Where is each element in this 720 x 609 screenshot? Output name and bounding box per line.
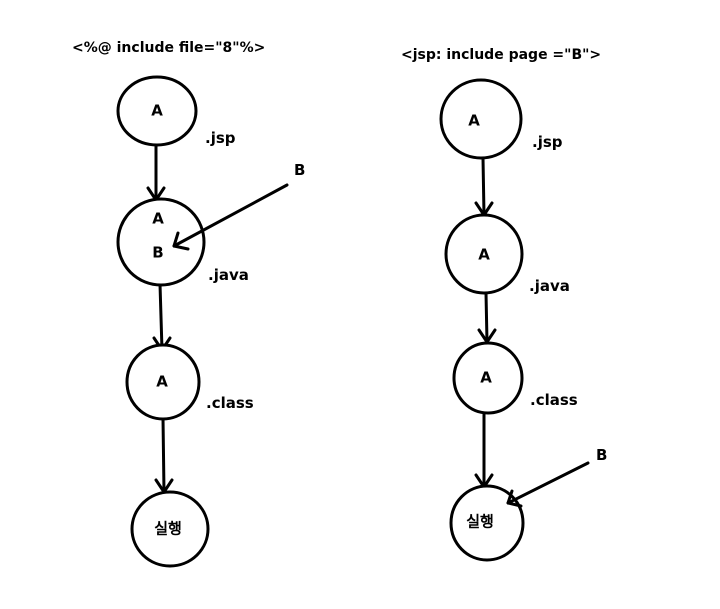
right-label-jsp: .jsp: [532, 133, 563, 151]
right-title: <jsp: include page ="B">: [401, 47, 601, 63]
right-node-class-text: A: [480, 369, 492, 387]
right-incoming-arrow: [506, 461, 590, 505]
left-node-class: [125, 343, 201, 421]
right-node-run: [449, 484, 525, 562]
right-node-run-text: 실행: [466, 513, 494, 531]
right-node-class: [452, 341, 524, 415]
left-node-java-text-bottom: B: [152, 244, 163, 262]
right-node-jsp-text: A: [468, 112, 480, 130]
left-node-java: [116, 197, 206, 287]
left-label-java: .java: [208, 266, 249, 284]
left-node-jsp: [116, 75, 198, 147]
left-edge-class-run: [161, 416, 166, 494]
right-label-class: .class: [530, 391, 578, 409]
left-label-class: .class: [206, 394, 254, 412]
right-edge-jsp-java: [481, 156, 486, 217]
left-node-class-text: A: [156, 373, 168, 391]
left-node-run: [130, 490, 210, 568]
right-node-java-text: A: [478, 246, 490, 264]
left-incoming-arrow: [172, 183, 289, 248]
left-edge-java-class: [158, 282, 164, 352]
right-incoming-label: B: [596, 446, 607, 464]
right-incoming-arrow-head: [506, 489, 523, 508]
right-node-jsp: [439, 78, 523, 160]
left-node-jsp-text: A: [151, 102, 163, 120]
right-label-java: .java: [529, 277, 570, 295]
left-node-java-text-top: A: [152, 210, 164, 228]
right-edge-java-class: [484, 291, 489, 344]
left-label-jsp: .jsp: [205, 129, 236, 147]
left-incoming-label: B: [294, 161, 305, 179]
right-node-java: [444, 213, 524, 295]
left-node-run-text: 실행: [154, 520, 182, 538]
left-title: <%@ include file="8"%>: [72, 40, 265, 56]
left-incoming-arrow-head: [172, 231, 190, 251]
